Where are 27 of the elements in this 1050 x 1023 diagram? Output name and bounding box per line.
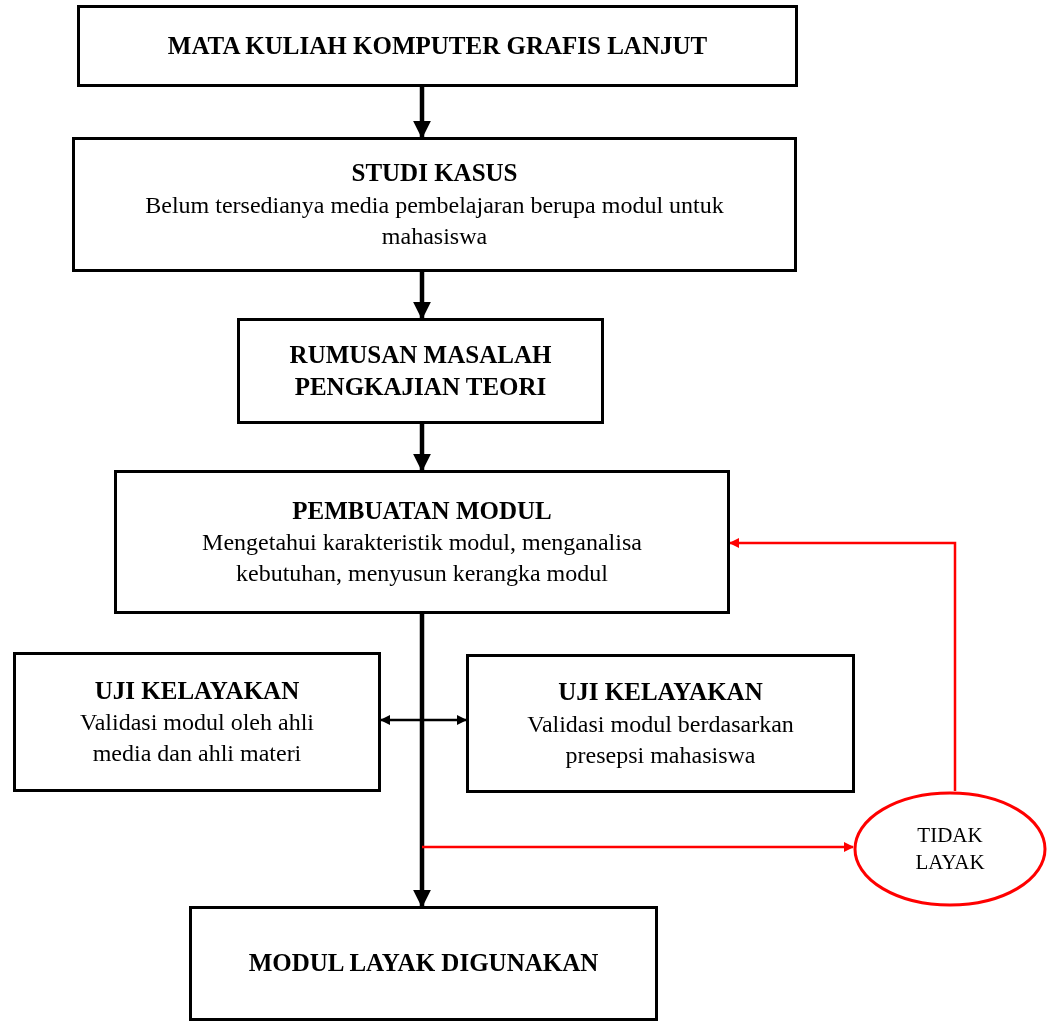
process-box bbox=[77, 5, 798, 87]
arrow bbox=[413, 87, 431, 139]
process-box bbox=[189, 906, 658, 1021]
process-box bbox=[114, 470, 730, 614]
box-text: Validasi modul berdasarkan presepsi mahasiswa bbox=[526, 709, 795, 770]
process-box bbox=[13, 652, 381, 792]
process-box bbox=[466, 654, 855, 793]
box-heading: MODUL LAYAK DIGUNAKAN bbox=[248, 948, 599, 979]
box-heading: MATA KULIAH KOMPUTER GRAFIS LANJUT bbox=[167, 30, 708, 61]
arrow bbox=[413, 424, 431, 472]
arrow bbox=[729, 538, 957, 791]
box-text: Validasi modul oleh ahli media dan ahli materi bbox=[79, 708, 315, 769]
box-heading: STUDI KASUS bbox=[351, 158, 518, 189]
box-text: TIDAK LAYAK bbox=[914, 821, 986, 876]
arrow bbox=[413, 614, 431, 908]
box-heading: UJI KELAYAKAN bbox=[558, 677, 763, 708]
process-box bbox=[72, 137, 797, 272]
arrow bbox=[413, 272, 431, 320]
arrow bbox=[422, 842, 854, 852]
decision-ellipse bbox=[853, 791, 1047, 907]
box-text: Belum tersedianya media pembelajaran berupa modul untuk mahasiswa bbox=[145, 190, 724, 251]
box-heading: PEMBUATAN MODUL bbox=[292, 495, 552, 526]
box-text: Mengetahui karakteristik modul, menganalisa kebutuhan, menyusun kerangka modul bbox=[201, 528, 643, 589]
double-arrow bbox=[380, 715, 467, 725]
box-heading: RUMUSAN MASALAH PENGKAJIAN TEORI bbox=[288, 339, 553, 402]
process-box bbox=[237, 318, 604, 424]
box-heading: UJI KELAYAKAN bbox=[94, 675, 300, 706]
